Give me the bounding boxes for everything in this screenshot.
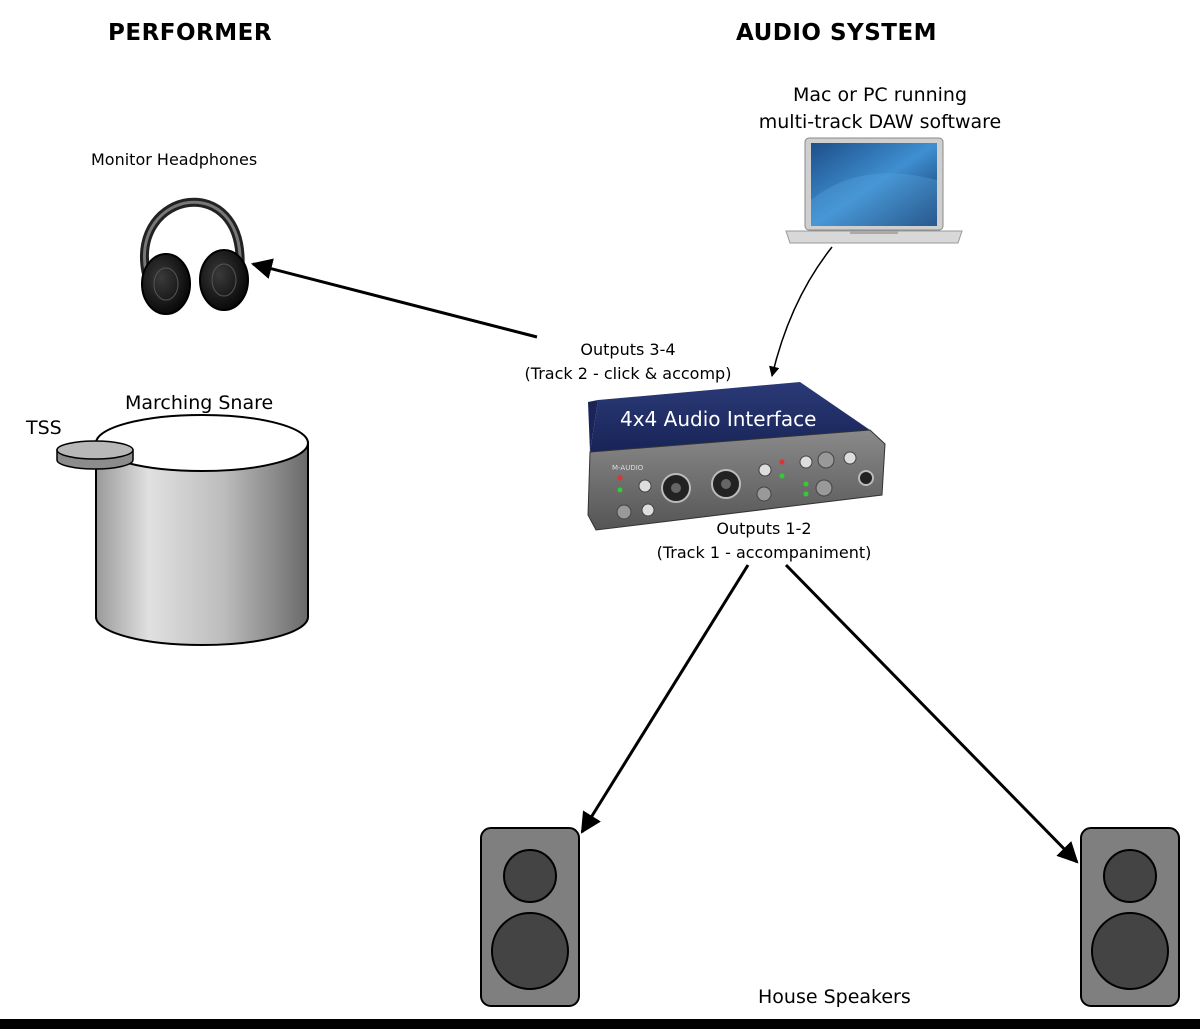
outputs-1-2-label: Outputs 1-2 (Track 1 - accompaniment) [634, 517, 894, 565]
outputs-3-4-to-headphones-arrow [250, 258, 538, 339]
outputs-3-4-line1: Outputs 3-4 [580, 340, 676, 359]
interface-brand-text: M-AUDIO [612, 464, 644, 472]
interface-title: 4x4 Audio Interface [620, 407, 817, 431]
snare-drum-icon [95, 414, 309, 646]
tss-label: TSS [26, 417, 62, 439]
headphones-icon [140, 197, 249, 315]
audio-system-heading: AUDIO SYSTEM [736, 20, 938, 46]
snare-label: Marching Snare [125, 392, 274, 414]
audio-interface-icon: M-AUDIO [587, 382, 886, 531]
outputs-1-2-to-right-speaker-arrow [784, 563, 1079, 864]
outputs-3-4-line2: (Track 2 - click & accomp) [524, 364, 732, 383]
computer-label-line2: multi-track DAW software [758, 111, 1002, 133]
laptop-icon [785, 137, 963, 244]
headphones-label: Monitor Headphones [91, 150, 258, 169]
computer-label: Mac or PC running multi-track DAW softwa… [740, 82, 1020, 136]
outputs-1-2-to-left-speaker-arrow [580, 564, 750, 834]
tss-pad-icon [56, 440, 134, 470]
outputs-3-4-label: Outputs 3-4 (Track 2 - click & accomp) [498, 338, 758, 386]
speakers-label: House Speakers [758, 986, 911, 1008]
performer-heading: PERFORMER [108, 20, 273, 46]
outputs-1-2-line2: (Track 1 - accompaniment) [656, 543, 872, 562]
right-speaker-icon [1080, 827, 1180, 1007]
left-speaker-icon [480, 827, 580, 1007]
bottom-border [0, 1019, 1200, 1029]
computer-label-line1: Mac or PC running [792, 84, 968, 106]
laptop-to-interface-arrow [769, 246, 833, 378]
outputs-1-2-line1: Outputs 1-2 [716, 519, 812, 538]
